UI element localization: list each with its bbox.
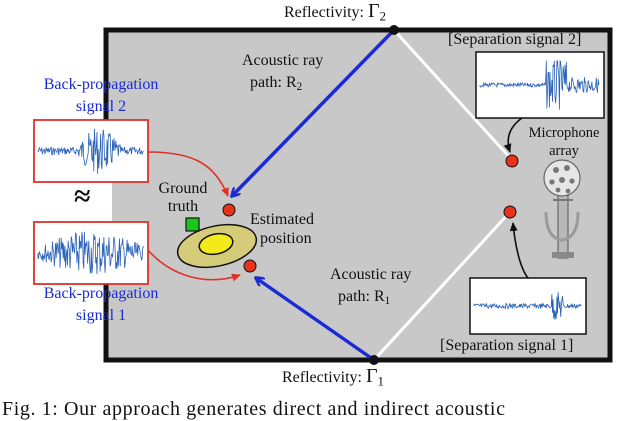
separation-signal-2-waveform [479,59,600,110]
mic-marker-upper [505,154,519,168]
ground-truth-label: Ground truth [158,180,208,215]
white-ray-bottom [372,210,512,362]
separation-1-arrow [509,222,529,279]
source-marker-upper [222,203,236,217]
blue-ray-r2 [232,28,396,196]
blue-ray-r1 [256,278,375,362]
mic-marker-lower [503,205,517,219]
backprop-signal-2-label: Back-propagation signal 2 [43,76,159,115]
backprop-signal-1-waveform [37,231,144,275]
figure-caption: Fig. 1: Our approach generates direct an… [2,398,506,420]
separation-signal-1-label: [Separation signal 1] [440,337,574,354]
separation-signal-1-waveform [473,291,582,320]
backprop-2-arrow [147,151,229,197]
estimated-position-core [198,232,234,256]
backprop-signal-1-label: Back-propagation signal 1 [43,285,159,324]
backprop-1-arrow [147,249,241,282]
microphone-array-icon [543,159,581,259]
separation-2-arrow [503,117,523,153]
ground-truth-marker [185,217,200,232]
reflection-point-bottom [369,355,379,365]
estimated-position-label: Estimated position [250,211,314,247]
ray-path-1-label: Acoustic ray path: R1 [330,266,412,307]
backprop-signal-2-waveform [37,128,144,174]
microphone-array-label: Microphone array [528,125,600,159]
source-marker-lower [243,259,257,273]
separation-signal-2-label: [Separation signal 2] [448,31,582,48]
reflectivity-bottom-label: Reflectivity: Γ1 [282,365,385,389]
reflectivity-top-label: Reflectivity: Γ2 [284,0,387,24]
ray-path-2-label: Acoustic ray path: R2 [242,52,324,93]
ellipsis-glyph: ≈ [74,180,91,213]
reflection-point-top [389,25,399,35]
white-ray-top [392,28,514,162]
